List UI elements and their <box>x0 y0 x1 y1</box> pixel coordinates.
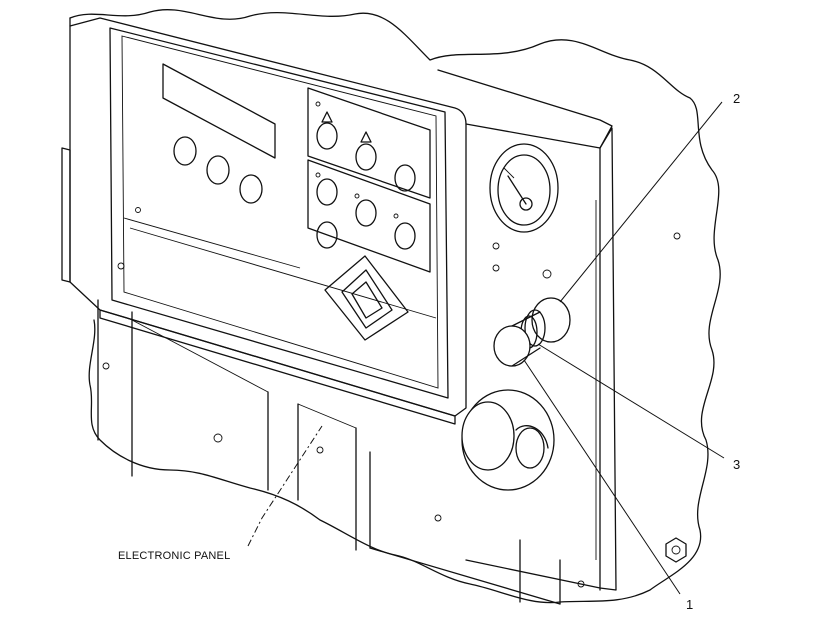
pressure-gauge <box>489 143 559 233</box>
panel-seam-2 <box>129 227 437 319</box>
panel-seam <box>123 217 301 269</box>
switch-cap <box>531 297 571 343</box>
screw-hole-3 <box>492 264 500 272</box>
display-window <box>162 63 276 159</box>
callout-3: 3 <box>733 457 741 472</box>
nav-pad-inner <box>341 269 393 329</box>
leader-1 <box>523 359 681 595</box>
bracket-hole-2 <box>213 433 223 443</box>
keypad-button-3 <box>394 164 416 192</box>
up-arrow-icon-2 <box>360 131 372 143</box>
leader-2 <box>559 101 723 303</box>
bracket-hole-3 <box>316 446 324 454</box>
keypad-button-6 <box>394 222 416 250</box>
keypad-button-7 <box>316 221 338 249</box>
keypad-led-2 <box>315 172 321 178</box>
panel-face <box>121 35 439 389</box>
nav-pad-center <box>351 281 383 319</box>
keypad-upper <box>307 87 431 199</box>
keypad-led <box>315 101 321 107</box>
screw-hole-2 <box>492 242 500 250</box>
gauge-dial <box>497 154 551 226</box>
keypad-middle <box>307 159 431 273</box>
leader-3 <box>537 343 725 459</box>
screw-hole-4 <box>542 269 552 279</box>
callout-2: 2 <box>733 91 741 106</box>
panel-inner-frame <box>109 27 449 399</box>
enclosure-top-edge <box>437 69 613 149</box>
gauge-hub <box>519 197 533 211</box>
button-2 <box>206 155 230 185</box>
connector-latch <box>515 425 549 449</box>
panel-bezel <box>69 17 467 417</box>
bracket-hole-1 <box>102 362 110 370</box>
electronic-panel-label: ELECTRONIC PANEL <box>118 550 231 562</box>
left-side-face <box>61 147 71 283</box>
connector-cap <box>461 401 515 471</box>
panel-led <box>135 207 141 213</box>
bracket-hole-4 <box>434 514 442 522</box>
leader-electronic-panel <box>247 425 323 547</box>
gauge-needle-tail <box>503 167 515 179</box>
lower-bracket <box>97 299 561 605</box>
button-1 <box>173 136 197 166</box>
callout-1: 1 <box>686 597 694 612</box>
nav-pad-outer <box>324 255 409 341</box>
keypad-up-button-2 <box>355 143 377 171</box>
keypad-led-4 <box>393 213 399 219</box>
break-outline <box>69 9 721 604</box>
keypad-up-button-1 <box>316 122 338 150</box>
bracket-hole-5 <box>577 580 585 588</box>
button-3 <box>239 174 263 204</box>
switch-nut <box>524 309 546 347</box>
hex-bolt <box>665 537 687 563</box>
keypad-button-4 <box>316 178 338 206</box>
screw-hole <box>117 262 125 270</box>
screw-hole-5 <box>673 232 681 240</box>
panel-bottom-lip <box>99 309 456 425</box>
switch-body <box>511 311 541 367</box>
bracket-top-edge <box>131 319 357 429</box>
enclosure-side <box>465 123 617 591</box>
gauge-needle <box>507 175 527 205</box>
up-arrow-icon <box>321 111 333 123</box>
bracket-bottom <box>369 547 561 605</box>
keypad-button-5 <box>355 199 377 227</box>
keypad-led-3 <box>354 193 360 199</box>
connector-socket <box>515 427 545 469</box>
hex-bolt-center <box>671 545 681 555</box>
